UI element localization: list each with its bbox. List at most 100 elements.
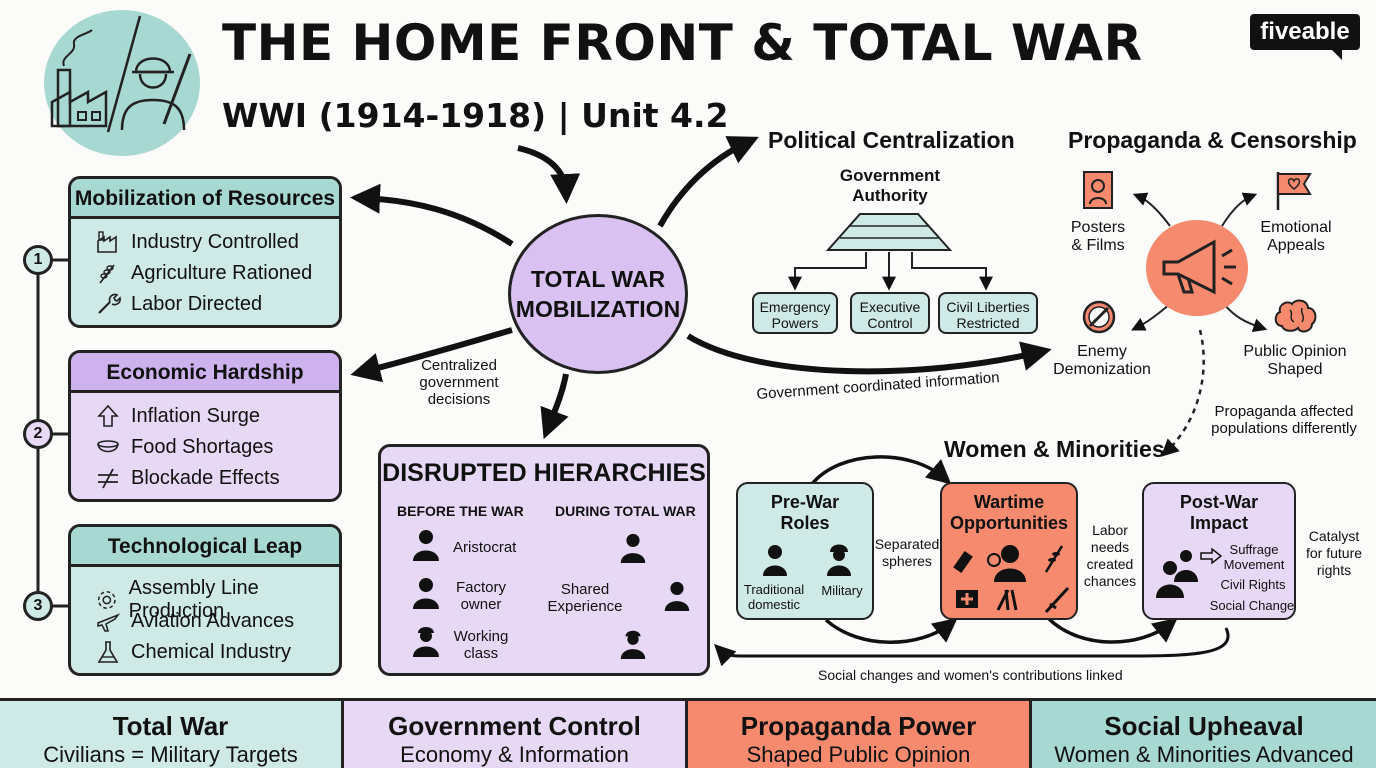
summary-sub: Civilians = Military Targets [43,742,298,767]
catalyst-note: Catalyst for future rights [1305,528,1363,578]
hardship-item: Blockade Effects [95,465,280,491]
wartime-panel: Wartime Opportunities [940,482,1078,620]
total-war-hub: TOTAL WAR MOBILIZATION [508,214,688,374]
gear-icon [97,591,116,609]
factory-owner-label: Factory owner [455,579,506,613]
flag-heart-icon [1276,172,1312,210]
hardship-item: Inflation Surge [95,403,260,429]
women-title: Women & Minorities [944,436,1165,462]
item-label: Aviation Advances [131,609,295,632]
hardship-title: Economic Hardship [71,353,339,393]
summary-total-war: Total War Civilians = Military Targets [0,698,344,768]
mobilization-title: Mobilization of Resources [71,179,339,219]
emergency-powers-box: Emergency Powers [752,292,838,334]
arrow-up-icon [97,404,119,427]
item-label: Chemical Industry [131,640,292,663]
worker-icon [620,630,646,659]
summary-sub: Economy & Information [400,742,629,767]
summary-sub: Women & Minorities Advanced [1054,742,1354,767]
soldier-icon [827,544,851,576]
prewar-right-label: Military [821,583,863,598]
poster-icon [1083,171,1113,209]
postwar-suffrage: Suffrage Movement [1223,542,1285,572]
brain-icon [1274,299,1317,333]
step-circle-1: 1 [23,245,53,275]
logo-tail [1330,48,1342,60]
people-icon [1156,550,1198,598]
prewar-left-label: Traditional domestic [743,582,805,612]
tech-panel: Technological Leap Assembly Line Product… [68,524,342,676]
item-label: Food Shortages [131,435,274,458]
item-label: Agriculture Rationed [131,261,313,284]
separated-spheres-note: Separated spheres [874,536,940,569]
propaganda-item-emotional: Emotional Appeals [1260,219,1332,254]
soldier-icon [106,15,192,133]
fiveable-logo: fiveable [1250,14,1360,50]
hierarchies-panel: DISRUPTED HIERARCHIES BEFORE THE WAR DUR… [378,444,710,676]
wartime-title: Wartime Opportunities [950,492,1068,533]
mobilization-item: Labor Directed [95,291,262,317]
summary-title: Total War [112,711,229,741]
wrench-icon [98,293,121,314]
propaganda-item-posters: Posters & Films [1070,219,1126,254]
prewar-panel: Pre-War Roles Traditional domestic Milit… [736,482,874,620]
wartime-icons [953,545,1070,614]
megaphone-icon [1162,239,1236,295]
summary-propaganda-power: Propaganda Power Shaped Public Opinion [688,698,1032,768]
flask-icon [97,641,119,663]
postwar-civil-rights: Civil Rights [1220,577,1286,592]
postwar-panel: Post-War Impact Suffrage Movement Civil … [1142,482,1296,620]
mobilization-panel: Mobilization of Resources Industry Contr… [68,176,342,328]
factory-owner-icon [664,581,690,611]
step-circle-3: 3 [23,591,53,621]
propaganda-title: Propaganda & Censorship [1068,127,1357,153]
item-label: Inflation Surge [131,404,260,427]
not-equal-icon [98,468,118,489]
page-title: THE HOME FRONT & TOTAL WAR [222,14,1143,72]
plane-icon [97,613,121,632]
mobilization-item: Agriculture Rationed [95,260,312,286]
bowl-icon [97,440,119,453]
postwar-social-change: Social Change [1209,598,1295,613]
summary-government-control: Government Control Economy & Information [344,698,688,768]
hub-line-2: MOBILIZATION [515,296,681,322]
before-label: BEFORE THE WAR [397,503,524,519]
linked-note: Social changes and women's contributions… [818,667,1123,683]
arrow-right-icon [1200,548,1222,564]
mobilization-item: Industry Controlled [95,229,299,255]
summary-title: Social Upheaval [1104,711,1304,741]
postwar-title: Post-War Impact [1179,492,1259,533]
hardship-panel: Economic Hardship Inflation Surge Food S… [68,350,342,502]
factory-icon [97,231,117,253]
factory-owner-icon [413,578,439,609]
item-label: Assembly Line Production [128,577,259,622]
aristocrat-icon [413,530,439,561]
propaganda-item-enemy: Enemy Demonization [1053,343,1151,378]
labor-needs-note: Labor needs created chances [1083,522,1137,589]
tech-title: Technological Leap [71,527,339,567]
hub-line-1: TOTAL WAR [530,266,666,292]
political-title: Political Centralization [768,127,1015,153]
item-label: Industry Controlled [131,230,299,253]
summary-sub: Shaped Public Opinion [746,742,971,767]
during-label: DURING TOTAL WAR [555,503,696,519]
item-label: Blockade Effects [131,466,280,489]
aristocrat-label: Aristocrat [453,539,517,556]
government-authority: Government Authority [839,166,941,205]
page-subtitle: WWI (1914-1918) | Unit 4.2 [222,96,729,135]
summary-title: Propaganda Power [740,711,977,741]
executive-control-box: Executive Control [850,292,930,334]
working-class-label: Working class [453,628,509,662]
summary-title: Government Control [388,711,641,741]
item-label: Labor Directed [131,292,263,315]
hardship-item: Food Shortages [95,434,273,460]
wheat-icon [99,264,115,284]
propaganda-item-public: Public Opinion Shaped [1243,343,1347,378]
centralized-note: Centralized government decisions [419,357,499,408]
tech-item: Assembly Line Production [95,577,339,623]
worker-icon [413,627,439,657]
shared-experience-label: Shared Experience [547,581,623,615]
civil-liberties-box: Civil Liberties Restricted [938,292,1038,334]
propaganda-affected-note: Propaganda affected populations differen… [1211,403,1357,437]
